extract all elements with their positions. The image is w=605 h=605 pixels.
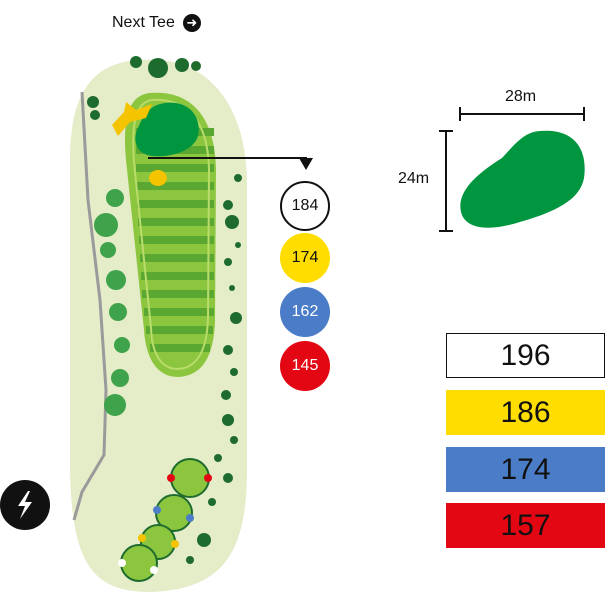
arrow-right-circle-icon: ➜ xyxy=(182,14,201,32)
tee-marker-red xyxy=(204,474,212,482)
tee-marker-blue xyxy=(186,514,194,522)
tee-marker-yellow xyxy=(138,534,146,542)
tee-marker-blue xyxy=(153,506,161,514)
cart-path xyxy=(72,91,108,521)
tee-marker-red xyxy=(167,474,175,482)
tree-dots-right xyxy=(186,174,242,564)
yardage-yellow: 186 xyxy=(446,390,605,435)
yardage-blue: 174 xyxy=(446,447,605,492)
lightning-icon xyxy=(18,491,32,519)
distance-red: 145 xyxy=(280,341,330,391)
tee-marker-yellow xyxy=(171,540,179,548)
tee-boxes xyxy=(118,458,212,582)
next-tee-label: Next Tee xyxy=(112,14,175,31)
distance-pointer-arrow xyxy=(299,158,313,170)
distance-blue: 162 xyxy=(280,287,330,337)
bunker xyxy=(112,102,152,136)
yardage-red: 157 xyxy=(446,503,605,548)
yardage-white: 196 xyxy=(446,333,605,378)
green-detail xyxy=(460,130,585,228)
green-on-map xyxy=(135,102,199,157)
distance-white: 184 xyxy=(280,181,330,231)
distance-yellow: 174 xyxy=(280,233,330,283)
next-tee-button[interactable]: Next Tee ➜ xyxy=(112,11,201,35)
tee-marker-white xyxy=(118,559,126,567)
bunker xyxy=(149,170,167,186)
tree-line-left xyxy=(94,189,130,416)
green-width-dimension xyxy=(459,107,585,121)
green-width-label: 28m xyxy=(505,88,537,105)
tee-marker-white xyxy=(150,566,158,574)
green-depth-label: 24m xyxy=(398,170,430,187)
green-depth-dimension xyxy=(439,130,453,232)
hazard-button[interactable] xyxy=(0,480,50,530)
trees xyxy=(87,56,201,120)
fairway-edge xyxy=(132,98,211,371)
